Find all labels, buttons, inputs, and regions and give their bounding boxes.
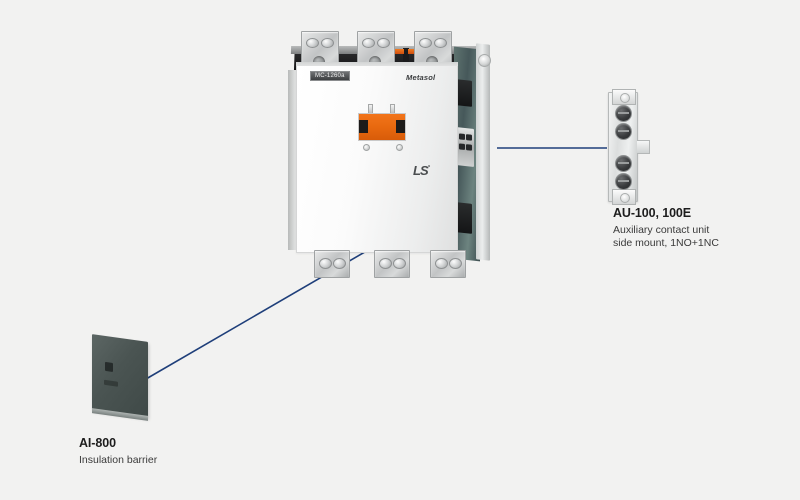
bolt-head [393,258,406,269]
auxiliary-contact-unit [608,89,650,205]
bolt-head [435,258,448,269]
top-center-slot [403,48,409,64]
bolt-head [321,38,334,48]
aux-mounting-hole [620,193,630,203]
bottom-terminal-lug-t3 [430,250,466,278]
callout-title-aux: AU-100, 100E [613,206,692,220]
side-frame-edge [476,43,490,261]
barrier-front-face [92,334,148,418]
side-component-upper [456,79,472,107]
callout-title-barrier: AI-800 [79,436,116,450]
magnetic-contactor: MC-1260a Metasol LS° [286,18,502,280]
side-terminal-screw [466,134,472,141]
ls-logo-mark: ° [427,165,431,172]
side-terminal-screw [466,144,472,151]
ls-logo: LS° [413,163,431,178]
insulation-barrier-part [92,334,148,421]
side-terminal-block [456,127,474,167]
top-marker-tab-1 [392,49,404,54]
housing-front-face [296,66,458,253]
aux-actuator-tab [637,140,650,154]
aux-mounting-hole [620,93,630,103]
bolt-head [419,38,432,48]
side-mounting-hole [478,54,491,67]
bolt-head [319,258,332,269]
ls-logo-text: LS [413,163,429,178]
bolt-head [379,258,392,269]
front-screw [396,144,403,151]
aux-terminal-screw-4 [615,173,632,190]
aux-mounting-ear-top [612,89,636,105]
bottom-terminal-lug-t2 [374,250,410,278]
bottom-terminal-lug-t1 [314,250,350,278]
bolt-head [333,258,346,269]
model-number-badge: MC-1260a [310,71,350,81]
aux-terminal-screw-2 [615,123,632,140]
callout-desc-barrier: Insulation barrier [79,454,158,466]
bolt-head [449,258,462,269]
barrier-marking-2 [104,379,118,387]
callout-insulation-barrier: AI-800 Insulation barrier [79,436,157,467]
mechanical-state-indicator [358,113,406,141]
callout-desc-aux: Auxiliary contact unit side mount, 1NO+1… [613,224,719,249]
callout-auxiliary-contact: AU-100, 100E Auxiliary contact unit side… [613,206,719,250]
front-screw [363,144,370,151]
side-component-lower [456,202,472,234]
bolt-head [362,38,375,48]
barrier-marking-1 [105,361,113,373]
bolt-head [434,38,447,48]
series-brand-label: Metasol [406,73,436,82]
bolt-head [377,38,390,48]
aux-mounting-ear-bottom [612,189,636,205]
bolt-head [306,38,319,48]
aux-terminal-screw-3 [615,155,632,172]
side-terminal-screw [459,133,465,140]
housing-left-face [288,70,298,250]
side-terminal-screw [459,143,465,150]
aux-terminal-screw-1 [615,105,632,122]
